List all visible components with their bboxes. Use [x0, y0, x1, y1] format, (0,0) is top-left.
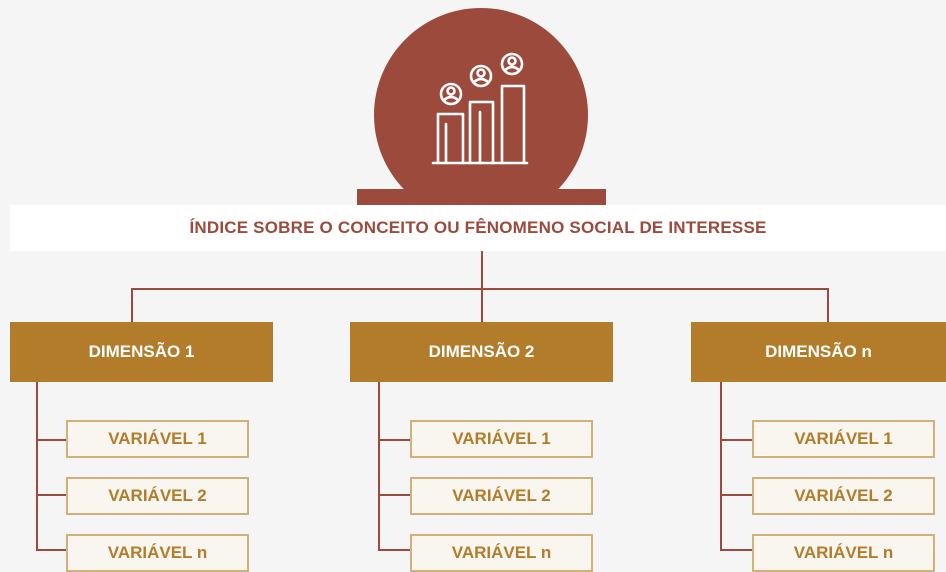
variable-box: VARIÁVEL 2	[66, 477, 249, 515]
variable-box: VARIÁVEL 2	[752, 477, 935, 515]
variable-box: VARIÁVEL n	[410, 534, 593, 572]
branch-line	[378, 494, 410, 496]
branch-line	[720, 549, 752, 551]
dimension-2-box: DIMENSÃO 2	[350, 322, 613, 382]
dimension-label: DIMENSÃO 2	[428, 342, 535, 361]
index-title: ÍNDICE SOBRE O CONCEITO OU FÊNOMENO SOCI…	[189, 218, 767, 237]
branch-line	[720, 494, 752, 496]
branch-line	[378, 439, 410, 441]
variable-label: VARIÁVEL n	[451, 543, 552, 562]
variable-label: VARIÁVEL 2	[452, 486, 551, 505]
variable-box: VARIÁVEL n	[66, 534, 249, 572]
branch-line	[36, 494, 66, 496]
variable-label: VARIÁVEL n	[793, 543, 894, 562]
dimension-bus-line	[131, 288, 829, 290]
branch-line	[720, 439, 752, 441]
dimension-3-box: DIMENSÃO n	[691, 322, 946, 382]
variable-box: VARIÁVEL 1	[410, 420, 593, 458]
variable-box: VARIÁVEL n	[752, 534, 935, 572]
dimension-label: DIMENSÃO 1	[88, 342, 195, 361]
variable-box: VARIÁVEL 1	[752, 420, 935, 458]
variable-label: VARIÁVEL 2	[108, 486, 207, 505]
title-connector	[481, 251, 483, 322]
variable-box: VARIÁVEL 1	[66, 420, 249, 458]
dimension-label: DIMENSÃO n	[765, 342, 872, 361]
branch-line	[378, 549, 410, 551]
variable-box: VARIÁVEL 2	[410, 477, 593, 515]
variable-label: VARIÁVEL 1	[108, 429, 207, 448]
branch-line	[36, 549, 66, 551]
dimension-1-trunk	[36, 382, 38, 551]
variable-label: VARIÁVEL n	[107, 543, 208, 562]
variable-label: VARIÁVEL 1	[794, 429, 893, 448]
branch-line	[36, 439, 66, 441]
dimension-2-trunk	[378, 382, 380, 551]
variable-label: VARIÁVEL 1	[452, 429, 551, 448]
header-base-bar	[357, 189, 606, 205]
dimension-3-trunk	[720, 382, 722, 551]
variable-label: VARIÁVEL 2	[794, 486, 893, 505]
people-bar-chart-icon	[431, 52, 529, 165]
dimension-1-box: DIMENSÃO 1	[10, 322, 273, 382]
dimension-1-connector	[131, 288, 133, 322]
dimension-3-connector	[827, 288, 829, 322]
index-title-band: ÍNDICE SOBRE O CONCEITO OU FÊNOMENO SOCI…	[10, 205, 946, 251]
